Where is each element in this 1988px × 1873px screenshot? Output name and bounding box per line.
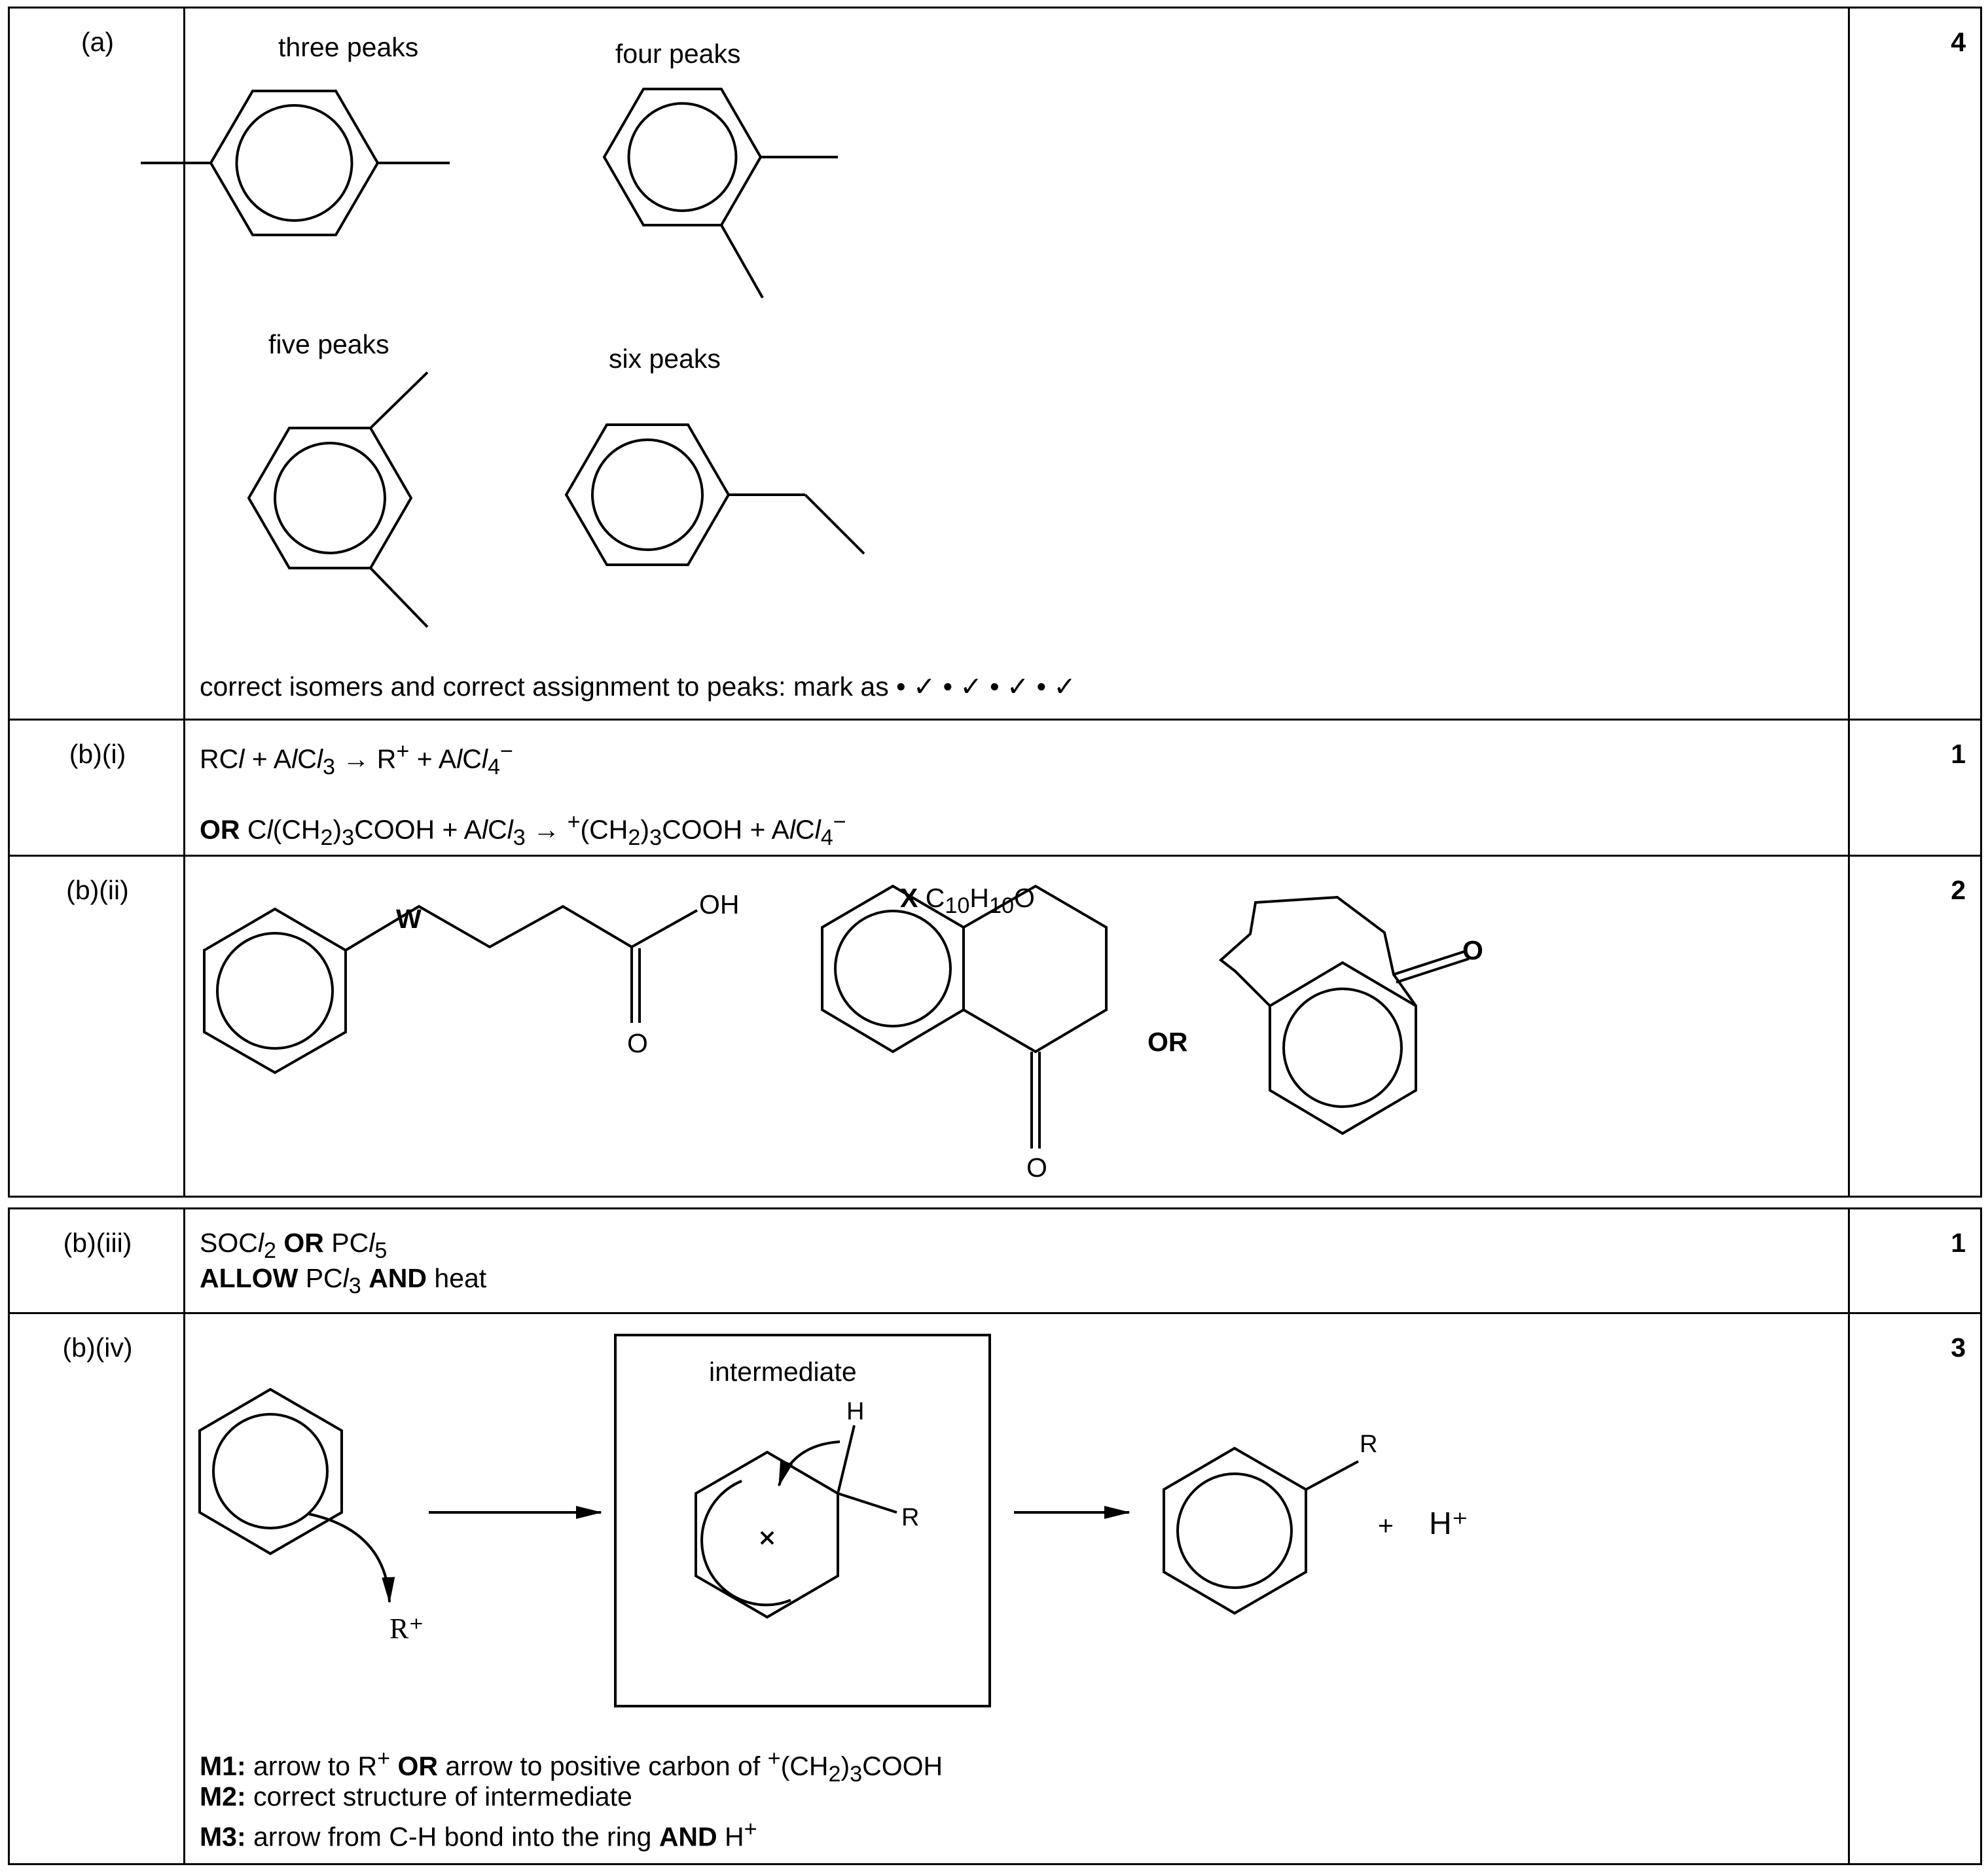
or-label: OR [1148, 1027, 1188, 1057]
marks-value: 1 [1951, 1228, 1966, 1258]
marks-value: 1 [1951, 739, 1966, 769]
question-label: (a) [81, 27, 115, 57]
question-label: (b)(i) [69, 739, 126, 769]
isomer-label-six: six peaks [609, 344, 721, 374]
row-part-b-ii: (b)(ii) 2 W OH O X C10H10O O OR [10, 857, 1980, 1196]
o-label-w: O [627, 1028, 648, 1058]
isomer-label-three: three peaks [278, 32, 419, 62]
row-part-a: (a) 4 three peaks four peaks five peaks … [10, 9, 1980, 721]
question-label: (b)(ii) [66, 875, 129, 905]
column-divider [1848, 1209, 1850, 1863]
reagent-line-2: ALLOW PCl3 AND heat [200, 1263, 487, 1299]
row-part-b-iii: (b)(iii) 1 SOCl2 OR PCl5 ALLOW PCl3 AND … [10, 1209, 1980, 1314]
structures-w-x [203, 884, 1470, 1149]
question-label: (b)(iv) [62, 1332, 133, 1363]
x-formula: X C10H10O [900, 883, 1035, 919]
markscheme-table-2: (b)(iii) 1 SOCl2 OR PCl5 ALLOW PCl3 AND … [8, 1207, 1982, 1865]
row-part-b-i: (b)(i) 1 RCl + AlCl3 → R+ + AlCl4− OR Cl… [10, 721, 1980, 857]
r-label-product: R [1360, 1431, 1378, 1458]
isomer-label-five: five peaks [268, 329, 389, 359]
oh-label: OH [699, 889, 740, 919]
h-label: H [846, 1398, 865, 1425]
h-plus-product: H⁺ [1429, 1507, 1468, 1541]
marks-value: 2 [1951, 875, 1966, 905]
o-label-x: O [1026, 1152, 1047, 1183]
w-label: W [396, 904, 422, 934]
equation-2: OR Cl(CH2)3COOH + AlCl3 → +(CH2)3COOH + … [200, 810, 846, 850]
reagent-line-1: SOCl2 OR PCl5 [200, 1228, 388, 1264]
row-part-b-iv: (b)(iv) 3 [10, 1314, 1980, 1865]
plus-sign: + [1378, 1510, 1394, 1541]
marks-value: 3 [1951, 1332, 1966, 1363]
x-label: X [900, 883, 918, 913]
column-divider [1848, 9, 1850, 1196]
question-label: (b)(iii) [63, 1228, 132, 1258]
equation-1: RCl + AlCl3 → R+ + AlCl4− [200, 739, 513, 779]
mark-m2: M2: correct structure of intermediate [200, 1781, 632, 1811]
column-divider [183, 9, 185, 1196]
o-label-alt: O [1462, 935, 1483, 965]
structure-p-xylene [141, 88, 865, 628]
r-plus-label: R⁺ [389, 1613, 424, 1645]
column-divider [183, 1209, 185, 1863]
r-label-intermediate: R [901, 1504, 920, 1531]
mechanism-diagram [198, 1334, 1359, 1707]
mark-m1: M1: arrow to R+ OR arrow to positive car… [200, 1746, 943, 1787]
mark-m3: M3: arrow from C-H bond into the ring AN… [200, 1817, 757, 1852]
marks-value: 4 [1951, 27, 1966, 57]
isomer-label-four: four peaks [615, 39, 741, 69]
markscheme-table-1: (a) 4 three peaks four peaks five peaks … [8, 7, 1982, 1198]
intermediate-label: intermediate [709, 1357, 857, 1387]
isomer-note: correct isomers and correct assignment t… [200, 671, 1076, 702]
